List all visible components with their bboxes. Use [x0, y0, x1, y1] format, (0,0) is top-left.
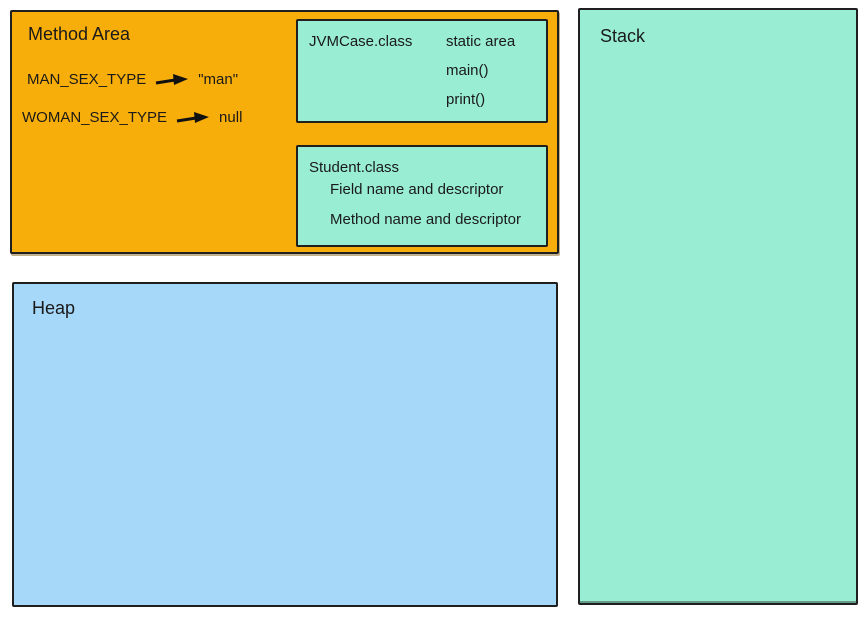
method-area-box: Method Area MAN_SEX_TYPE "man" WOMAN_SEX…	[10, 10, 559, 254]
constant-name: WOMAN_SEX_TYPE	[22, 109, 168, 126]
class-item: static area	[446, 33, 516, 50]
student-class-box: Student.class Field name and descriptor …	[296, 145, 548, 247]
heap-box: Heap	[12, 282, 558, 607]
jvmcase-class-box: JVMCase.class static area main() print()	[296, 19, 548, 123]
static-constant-row: MAN_SEX_TYPE "man"	[27, 71, 238, 88]
student-class-items: Field name and descriptor Method name an…	[330, 175, 521, 235]
constant-name: MAN_SEX_TYPE	[27, 71, 147, 88]
constant-value: null	[219, 109, 243, 126]
jvmcase-class-title: JVMCase.class	[309, 33, 413, 50]
heap-title: Heap	[32, 298, 76, 318]
class-item: Field name and descriptor	[330, 181, 504, 198]
arrow-right-icon	[176, 111, 210, 123]
static-constant-row: WOMAN_SEX_TYPE null	[22, 109, 242, 126]
stack-title: Stack	[600, 26, 646, 46]
arrow-right-icon	[155, 73, 189, 85]
method-area-title: Method Area	[28, 24, 131, 44]
jvmcase-class-items: static area main() print()	[446, 27, 515, 114]
student-class-title: Student.class	[309, 159, 400, 176]
class-item: print()	[446, 91, 486, 108]
class-item: Method name and descriptor	[330, 211, 521, 228]
constant-value: "man"	[198, 71, 239, 88]
stack-box: Stack	[578, 8, 858, 605]
class-item: main()	[446, 62, 489, 79]
